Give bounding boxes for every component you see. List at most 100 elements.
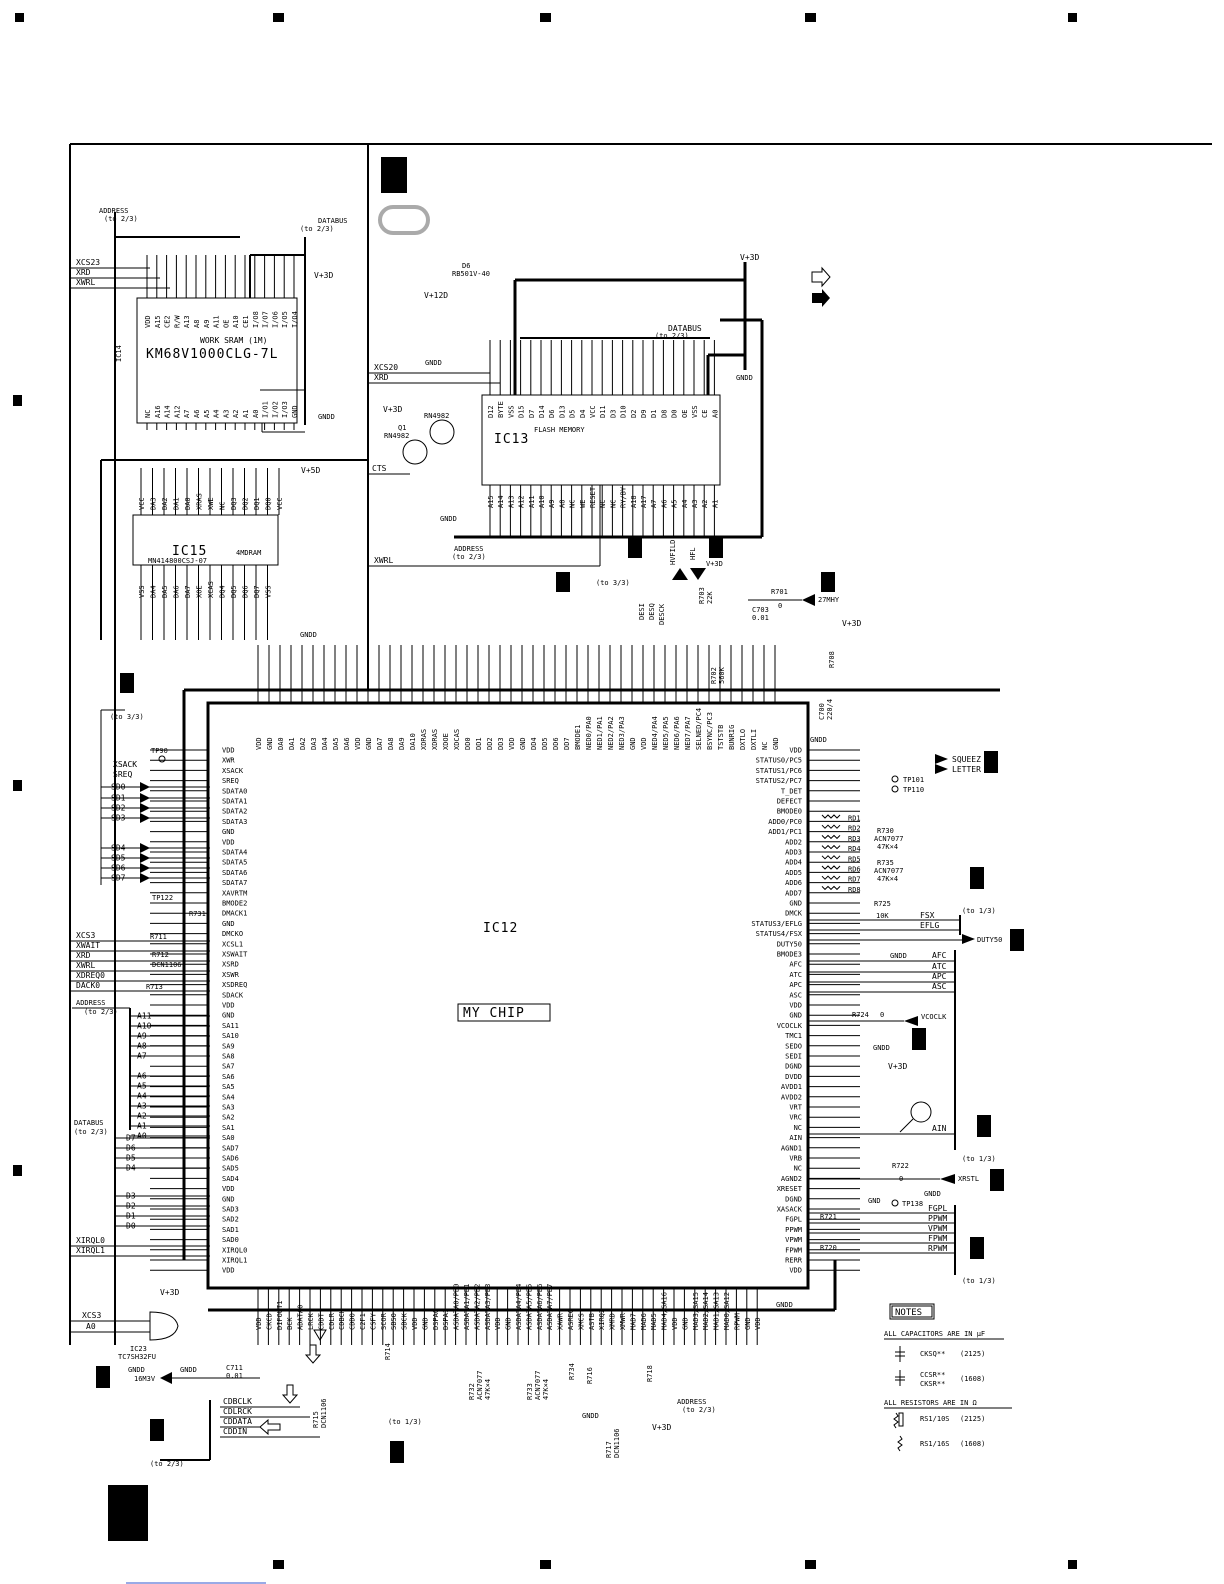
ic12-right-pin-45: XASACK	[777, 1206, 803, 1214]
net-v3d-right: V+3D	[888, 1062, 907, 1071]
net-d-left-4: D3	[126, 1192, 136, 1201]
marker-block-5	[120, 673, 134, 693]
ic12-right-pin-0: VDD	[789, 747, 802, 755]
r703-val: 22K	[706, 591, 714, 604]
r702-ref: R702	[710, 667, 718, 684]
ic12-my-chip: VDDXWRXSACKSREQSDATA0SDATA1SDATA2SDATA3G…	[150, 645, 1000, 1345]
ic12-top-pin-20: DD1	[475, 737, 483, 750]
net-gndd-ic13: GNDD	[736, 374, 753, 382]
r722-ref: R722	[892, 1162, 909, 1170]
ic14-bottom-pin-9: A2	[232, 410, 240, 418]
ic12-bottom-pin-19: ASDATA0/PB0	[453, 1284, 461, 1330]
ic12-right-pin-11: ADD4	[785, 859, 802, 867]
ic12-right-pin-9: ADD2	[785, 838, 802, 846]
ic13-bottom-pin-21: A2	[701, 500, 709, 508]
ic12-right-pin-46: FGPL	[785, 1216, 802, 1224]
ic12-top-pin-45: DXTLI	[750, 729, 758, 750]
net-ppwm: PPWM	[928, 1214, 947, 1223]
ic15-bottom-pin-6: XCAS	[207, 581, 215, 598]
ic12-top-pin-44: DXTLO	[739, 729, 747, 750]
ic15-top-pin-7: NC	[219, 502, 227, 510]
ic12-right-pin-2: STATUS1/PC6	[756, 767, 802, 775]
r714-ref: R714	[384, 1343, 392, 1360]
net-gndd-q1: GNDD	[440, 515, 457, 523]
notes-res2-name: RS1/16S	[920, 1440, 950, 1448]
ic14-bottom-pin-11: A0	[252, 410, 260, 418]
ic12-top-pin-42: TSTSTB	[717, 725, 725, 750]
net-sreq-left: SREQ	[113, 770, 132, 779]
net-27mhz: 27MHY	[818, 596, 840, 604]
ic13-bottom-pin-7: A8	[558, 500, 566, 508]
ic12-top-pin-15: XDRAS	[420, 729, 428, 750]
ic12-bottom-pin-40: VDD	[671, 1317, 679, 1330]
net-a-left-0: A11	[137, 1012, 152, 1021]
ic12-bottom-pin-11: CSFY	[369, 1312, 377, 1330]
net-v3d-ic14: V+3D	[314, 271, 333, 280]
net-sd-3: SD3	[111, 814, 126, 823]
ic12-bottom-pin-16: GND	[421, 1317, 429, 1330]
ic13-top-pin-11: D11	[599, 405, 607, 418]
net-v3d-hfl: V+3D	[706, 560, 723, 568]
ic12-left-pin-12: SDATA6	[222, 869, 247, 877]
ic12-bottom-pin-20: ASDATA1/PB1	[463, 1284, 471, 1330]
net-gndd-c802: GNDD	[425, 359, 442, 367]
net-to13-ain: (to 1/3)	[962, 1155, 996, 1163]
notes-cap1-size: (2125)	[960, 1350, 985, 1358]
r735-ref: R735	[877, 859, 894, 867]
ic12-left-pin-22: XSWR	[222, 971, 240, 979]
net-sd-6: SD6	[111, 864, 126, 873]
net-a-left-11: A0	[137, 1132, 147, 1141]
ic14-bottom-pin-8: A3	[222, 410, 230, 418]
net-v3d-ic23: V+3D	[160, 1288, 179, 1297]
ic13-bottom-pin-9: WE	[579, 500, 587, 508]
ic15-bottom-pin-4: DA7	[184, 585, 192, 598]
ic12-top-pin-11: DA7	[376, 737, 384, 750]
net-to13-fsx: (to 1/3)	[962, 907, 996, 915]
ic14-bottom-pin-13: I/O2	[271, 401, 279, 418]
r732-ref: R732	[468, 1383, 476, 1400]
ic12-bottom-pin-6: CDDT	[317, 1312, 325, 1330]
ic12-bottom-pin-45: MAD0/SA12	[723, 1292, 731, 1330]
ic12-right-pin-19: DUTY50	[777, 940, 802, 948]
net-hfl: HFL	[689, 547, 697, 560]
ic12-left-pin-47: SAD1	[222, 1226, 239, 1234]
net-tp122: TP122	[152, 894, 173, 902]
ic12-top-pin-46: NC	[761, 742, 769, 750]
ic12-bottom-pin-35: XMWR	[619, 1312, 627, 1330]
r732-val: 47K×4	[484, 1379, 492, 1400]
net-a-left-2: A9	[137, 1032, 147, 1041]
net-xcs3: XCS3	[76, 931, 95, 940]
notes-cap-line: ALL CAPACITORS ARE IN μF	[884, 1330, 985, 1338]
marker-block-7	[150, 1419, 164, 1441]
r701-val: 0	[778, 602, 782, 610]
net-letter: LETTER	[952, 765, 981, 774]
net-address-left: ADDRESS	[76, 999, 106, 1007]
net-address-ic14: ADDRESS	[99, 207, 129, 215]
net-address-ic13: ADDRESS	[454, 545, 484, 553]
r725-val: 10K	[876, 912, 889, 920]
ic12-left-pin-7: SDATA3	[222, 818, 247, 826]
ic12-left-pin-26: GND	[222, 1012, 235, 1020]
ic12-bottom-pin-14: SBCK	[401, 1312, 409, 1330]
ic15-bottom-pin-1: DA4	[150, 585, 158, 598]
ic12-bottom-pin-12: SCOR	[380, 1312, 388, 1330]
ic14-bottom-pin-4: A7	[183, 410, 191, 418]
marker-block-8	[390, 1441, 404, 1463]
ic12-top-pin-14: DA10	[409, 733, 417, 750]
ic12-bottom-pin-8: CDBCK	[338, 1308, 346, 1330]
net-address-bottom: ADDRESS	[677, 1398, 707, 1406]
ic14-top-pin-1: A15	[154, 315, 162, 328]
net-xcs20: XCS20	[374, 363, 398, 372]
ic12-bottom-pin-7: CDLR	[328, 1312, 336, 1330]
ic12-left-pin-49: XIRQL0	[222, 1246, 247, 1254]
net-atc: ATC	[932, 962, 947, 971]
net-a-left-1: A10	[137, 1022, 152, 1031]
ic12-bottom-pin-44: MAD1/SA13	[713, 1292, 721, 1330]
marker-block-1	[628, 538, 642, 558]
ic12-top-pin-23: VDD	[508, 737, 516, 750]
rd-label-4: RD5	[848, 855, 861, 863]
ic12-left-pin-41: SAD5	[222, 1165, 239, 1173]
ic12-left-pin-14: XAVRTM	[222, 889, 247, 897]
net-a-left-3: A8	[137, 1042, 147, 1051]
